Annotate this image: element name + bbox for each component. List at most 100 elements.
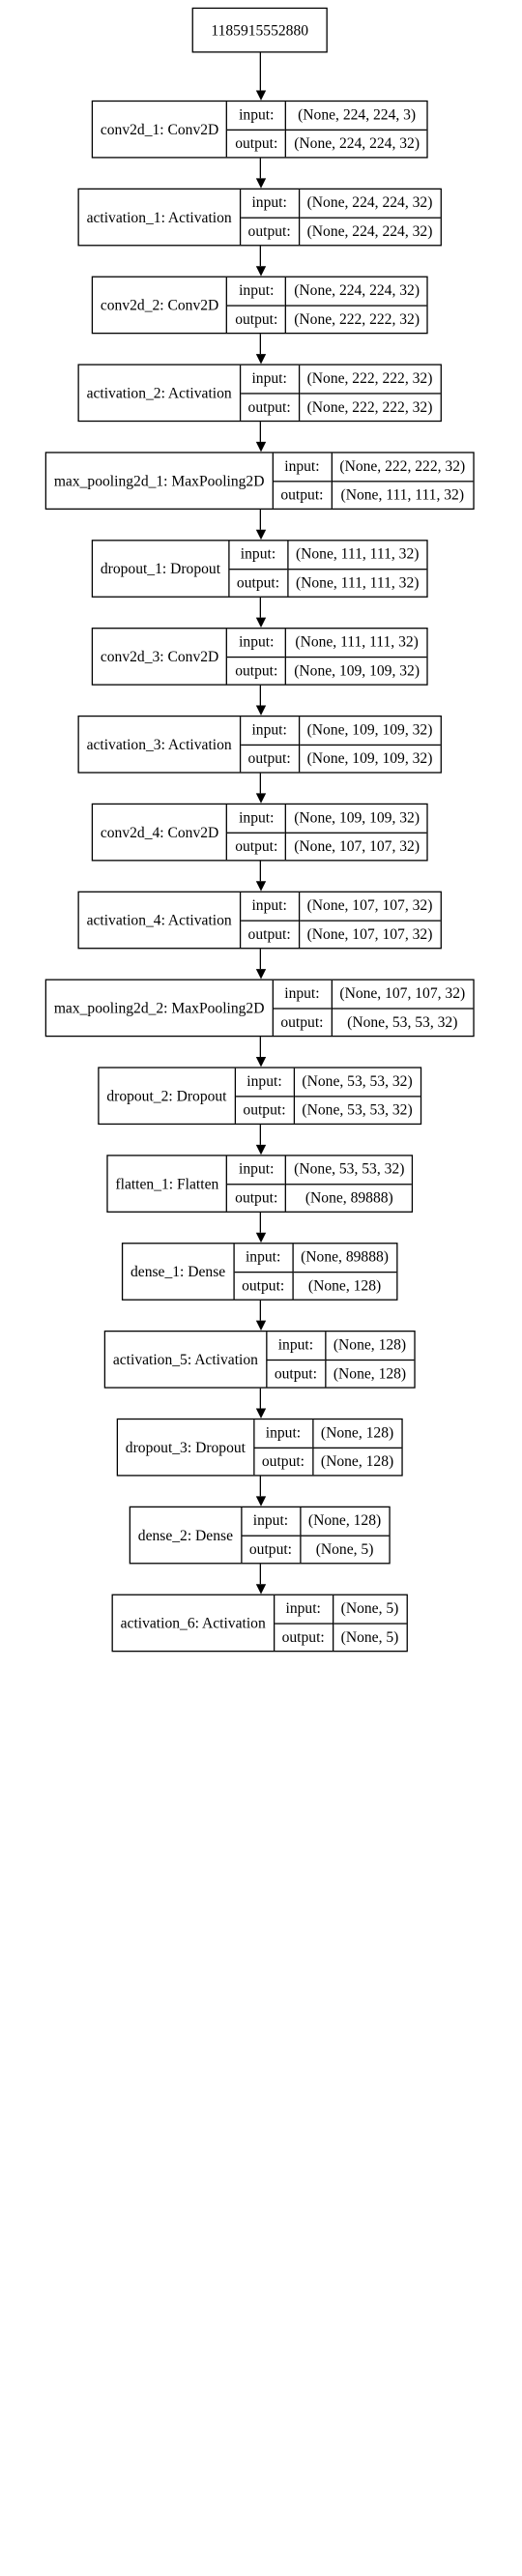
- io-label-column: input:output:: [227, 629, 287, 685]
- output-shape: (None, 111, 111, 32): [332, 480, 473, 509]
- edge-line-13: [259, 1212, 262, 1233]
- output-label: output:: [274, 1622, 333, 1651]
- edge-arrowhead-13: [255, 1232, 266, 1244]
- io-label-column: input:output:: [235, 1068, 295, 1124]
- layer-name: activation_4: Activation: [79, 892, 241, 949]
- input-node: 1185915552880: [191, 7, 328, 53]
- shape-value-column: (None, 222, 222, 32)(None, 111, 111, 32): [332, 454, 473, 509]
- layer-name: dense_1: Dense: [123, 1244, 235, 1300]
- input-shape: (None, 107, 107, 32): [306, 896, 433, 915]
- input-shape: (None, 224, 224, 32): [294, 281, 420, 300]
- input-label: input:: [251, 896, 287, 915]
- shape-value-column: (None, 224, 224, 32) (None, 222, 222, 32): [286, 278, 427, 333]
- shape-value-column: (None, 128) (None, 128): [313, 1420, 401, 1475]
- shape-value-column: (None, 109, 109, 32)(None, 109, 109, 32): [299, 717, 441, 772]
- layer-name: activation_3: Activation: [79, 717, 241, 773]
- edge-line-11: [259, 1037, 262, 1058]
- edge-arrowhead-10: [255, 969, 266, 980]
- edge-line-4: [259, 422, 262, 442]
- edge-line-12: [259, 1125, 262, 1145]
- shape-value-column: (None, 53, 53, 32)(None, 89888): [286, 1156, 413, 1212]
- io-label-column: input:output:: [240, 190, 300, 246]
- io-label-column: input:output:: [267, 1332, 327, 1388]
- io-label-column: input:output:: [227, 102, 287, 158]
- output-label: output:: [240, 744, 299, 772]
- shape-value-column: (None, 111, 111, 32)(None, 111, 111, 32): [288, 541, 427, 596]
- edge-arrowhead-8: [255, 793, 266, 804]
- edge-line-16: [259, 1476, 262, 1497]
- edge-line-15: [259, 1388, 262, 1409]
- input-label: input:: [251, 368, 287, 388]
- input-label: input:: [239, 632, 275, 651]
- output-shape: (None, 222, 222, 32): [286, 304, 427, 333]
- io-label-column: input:output:: [229, 541, 289, 597]
- output-shape: (None, 107, 107, 32): [299, 919, 441, 948]
- edge-arrowhead-12: [255, 1144, 266, 1156]
- output-label: output:: [240, 392, 299, 421]
- layer-name: max_pooling2d_2: MaxPooling2D: [46, 980, 274, 1036]
- input-shape: (None, 89888): [301, 1247, 389, 1266]
- shape-value-column: (None, 107, 107, 32) (None, 107, 107, 32): [299, 893, 441, 948]
- io-label-column: input:output:: [274, 1595, 334, 1652]
- output-shape: (None, 224, 224, 32): [299, 216, 441, 245]
- io-label-column: input: output:: [240, 717, 300, 773]
- output-shape: (None, 128): [326, 1359, 414, 1387]
- output-label: output:: [227, 129, 286, 157]
- output-label: output:: [273, 1007, 332, 1036]
- input-shape: (None, 5): [340, 1599, 399, 1618]
- io-label-column: input:output:: [227, 277, 287, 333]
- io-label-column: input:output:: [227, 805, 287, 861]
- input-shape: (None, 128): [307, 1511, 382, 1530]
- input-shape: (None, 128): [320, 1423, 394, 1442]
- edge-arrowhead-5: [255, 529, 266, 541]
- edge-arrowhead-6: [255, 617, 266, 629]
- input-label: input:: [251, 193, 287, 212]
- layer-name: activation_1: Activation: [79, 190, 241, 246]
- edge-arrowhead-0: [255, 90, 266, 101]
- output-shape: (None, 128): [313, 1447, 401, 1475]
- output-shape: (None, 111, 111, 32): [288, 568, 427, 596]
- input-shape: (None, 107, 107, 32): [339, 984, 466, 1003]
- edge-arrowhead-16: [255, 1496, 266, 1507]
- edge-line-2: [259, 246, 262, 267]
- layer-name: dropout_2: Dropout: [100, 1068, 236, 1124]
- input-label: input:: [284, 984, 320, 1003]
- edge-line-10: [259, 949, 262, 970]
- input-label: input:: [277, 1335, 314, 1354]
- input-shape: (None, 109, 109, 32): [294, 808, 420, 827]
- input-shape: (None, 53, 53, 32): [302, 1071, 413, 1091]
- shape-value-column: (None, 107, 107, 32)(None, 53, 53, 32): [332, 981, 473, 1036]
- edge-arrowhead-15: [255, 1408, 266, 1419]
- input-label: input:: [239, 808, 275, 827]
- layer-name: conv2d_3: Conv2D: [93, 629, 228, 685]
- input-label: input:: [239, 1159, 275, 1178]
- edge-arrowhead-11: [255, 1057, 266, 1068]
- edge-arrowhead-3: [255, 354, 266, 365]
- io-label-column: input:output:: [273, 453, 333, 509]
- output-shape: (None, 128): [293, 1271, 396, 1299]
- edge-arrowhead-7: [255, 705, 266, 716]
- input-shape: (None, 224, 224, 3): [298, 105, 417, 124]
- output-shape: (None, 53, 53, 32): [294, 1095, 420, 1124]
- output-label: output:: [242, 1534, 300, 1563]
- output-label: output:: [227, 1183, 286, 1211]
- shape-value-column: (None, 111, 111, 32)(None, 109, 109, 32): [286, 629, 427, 684]
- io-label-column: input:output:: [242, 1508, 302, 1564]
- output-shape: (None, 109, 109, 32): [299, 744, 441, 772]
- output-label: output:: [227, 304, 286, 333]
- layer-name: dense_2: Dense: [130, 1508, 243, 1564]
- io-label-column: input: output:: [240, 365, 300, 421]
- io-label-column: input:output:: [234, 1244, 294, 1300]
- edge-line-8: [259, 773, 262, 794]
- layer-node: activation_3: Activation input: output:(No…: [77, 715, 442, 774]
- input-label: input:: [251, 720, 287, 739]
